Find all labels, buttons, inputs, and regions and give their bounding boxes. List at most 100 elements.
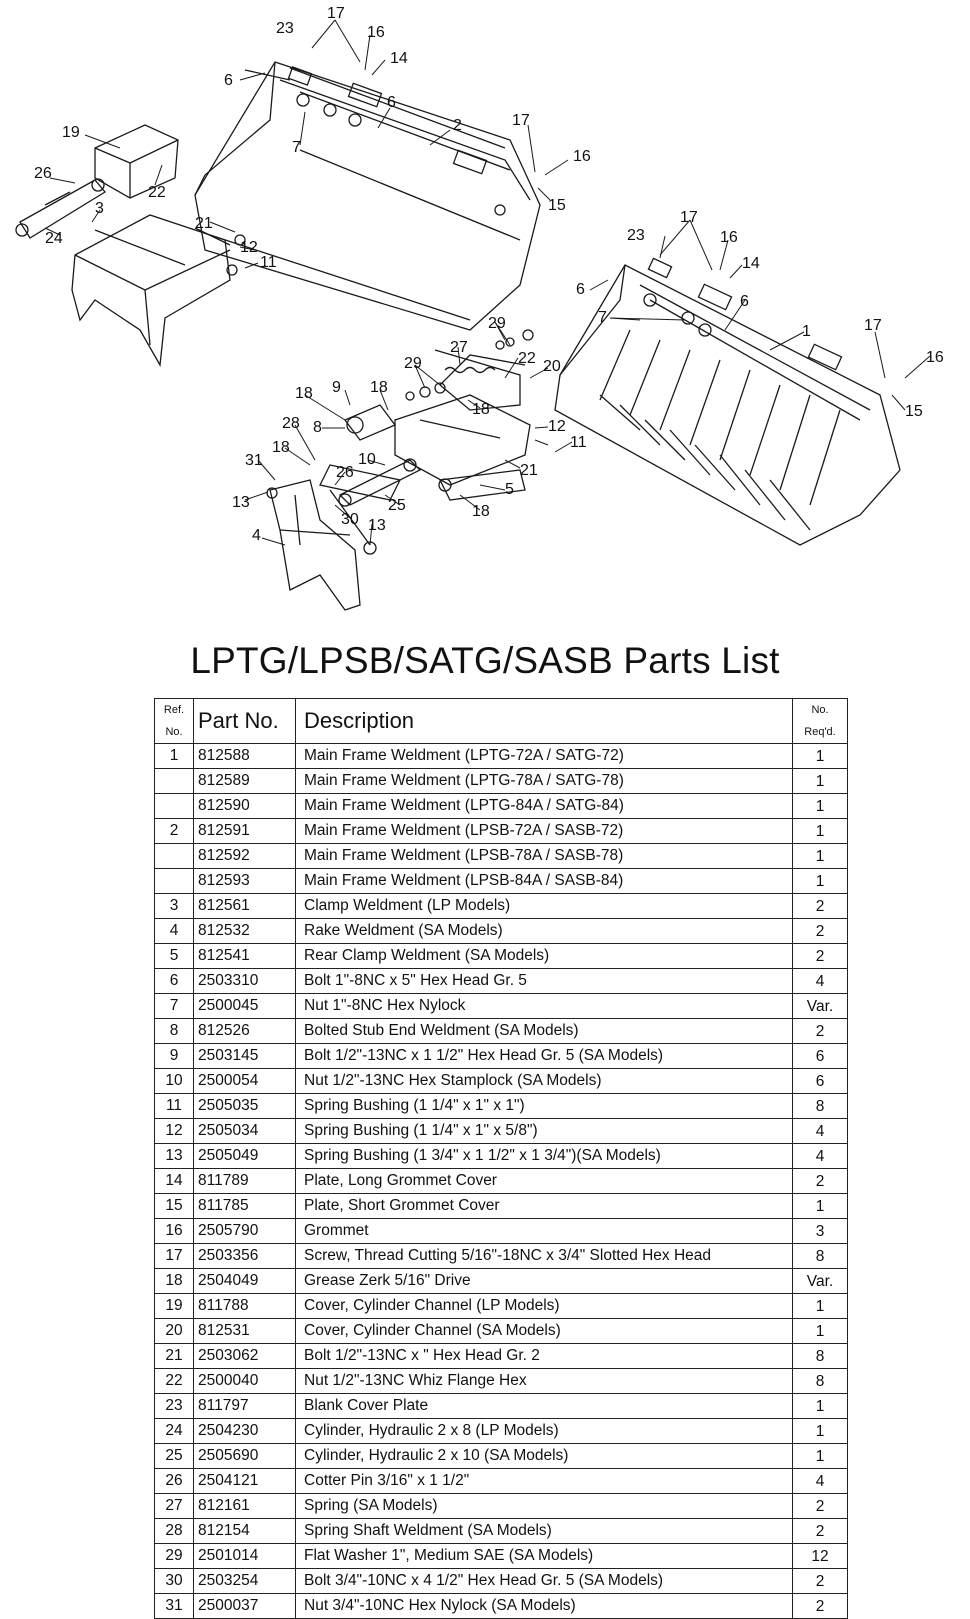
callout-17: 17 (680, 209, 698, 226)
parts-list-table: Ref. No. Part No. Description No. Req'd.… (154, 698, 848, 1619)
ref-no-cell: 18 (154, 1268, 194, 1294)
ref-no-cell: 26 (154, 1468, 194, 1494)
part-no-cell: 811785 (193, 1193, 296, 1219)
ref-no-cell (154, 793, 194, 819)
callout-6: 6 (576, 281, 585, 298)
callout-12: 12 (548, 418, 566, 435)
ref-no-cell: 6 (154, 968, 194, 994)
part-no-cell: 812590 (193, 793, 296, 819)
description-cell: Plate, Short Grommet Cover (295, 1193, 793, 1219)
description-cell: Spring (SA Models) (295, 1493, 793, 1519)
qty-required-cell: 1 (792, 793, 848, 819)
callout-10: 10 (358, 451, 376, 468)
ref-no-cell: 14 (154, 1168, 194, 1194)
qty-required-cell: 1 (792, 1418, 848, 1444)
description-cell: Nut 1"-8NC Hex Nylock (295, 993, 793, 1019)
qty-required-cell: 1 (792, 743, 848, 769)
callout-14: 14 (742, 255, 760, 272)
qty-required-cell: 1 (792, 818, 848, 844)
description-cell: Nut 3/4"-10NC Hex Nylock (SA Models) (295, 1593, 793, 1619)
ref-no-cell: 1 (154, 743, 194, 769)
part-no-cell: 2504230 (193, 1418, 296, 1444)
exploded-parts-diagram: 17 23 16 14 6 6 2 19 7 17 16 26 22 15 3 … (15, 5, 944, 611)
bucket-frame-drawing (194, 61, 541, 331)
header-req-line2: Req'd. (804, 726, 836, 738)
qty-required-cell: 8 (792, 1368, 848, 1394)
part-no-cell: 2503145 (193, 1043, 296, 1069)
qty-required-cell: 8 (792, 1093, 848, 1119)
ref-no-cell: 22 (154, 1368, 194, 1394)
part-no-cell: 812589 (193, 768, 296, 794)
part-no-cell: 812591 (193, 818, 296, 844)
ref-no-cell: 15 (154, 1193, 194, 1219)
qty-required-cell: Var. (792, 993, 848, 1019)
description-cell: Main Frame Weldment (LPSB-72A / SASB-72) (295, 818, 793, 844)
header-description: Description (295, 698, 793, 744)
ref-no-cell: 11 (154, 1093, 194, 1119)
description-cell: Rake Weldment (SA Models) (295, 918, 793, 944)
part-no-cell: 2503310 (193, 968, 296, 994)
callout-1: 1 (802, 323, 811, 340)
qty-required-cell: 2 (792, 1493, 848, 1519)
callout-27: 27 (450, 339, 468, 356)
callout-19: 19 (62, 124, 80, 141)
callout-17: 17 (327, 5, 345, 22)
qty-required-cell: 2 (792, 893, 848, 919)
ref-no-cell: 7 (154, 993, 194, 1019)
callout-29: 29 (488, 315, 506, 332)
ref-no-cell: 29 (154, 1543, 194, 1569)
callout-25: 25 (388, 497, 406, 514)
part-no-cell: 812526 (193, 1018, 296, 1044)
callout-18: 18 (370, 379, 388, 396)
callout-4: 4 (252, 527, 261, 544)
qty-required-cell: Var. (792, 1268, 848, 1294)
callout-13: 13 (368, 517, 386, 534)
description-cell: Cylinder, Hydraulic 2 x 8 (LP Models) (295, 1418, 793, 1444)
ref-no-cell: 8 (154, 1018, 194, 1044)
qty-required-cell: 1 (792, 1318, 848, 1344)
part-no-cell: 812541 (193, 943, 296, 969)
callout-17: 17 (512, 112, 530, 129)
description-cell: Flat Washer 1", Medium SAE (SA Models) (295, 1543, 793, 1569)
callout-18: 18 (472, 503, 490, 520)
table-header-row: Ref. No. Part No. Description No. Req'd. (154, 698, 848, 744)
callout-22: 22 (518, 350, 536, 367)
qty-required-cell: 8 (792, 1243, 848, 1269)
callout-11: 11 (260, 254, 277, 271)
part-no-cell: 2505790 (193, 1218, 296, 1244)
ref-no-cell: 27 (154, 1493, 194, 1519)
qty-required-cell: 2 (792, 1568, 848, 1594)
description-cell: Spring Bushing (1 1/4" x 1" x 5/8") (295, 1118, 793, 1144)
callout-9: 9 (332, 379, 341, 396)
qty-required-cell: 3 (792, 1218, 848, 1244)
header-ref-no: Ref. No. (154, 698, 194, 744)
part-no-cell: 2505035 (193, 1093, 296, 1119)
ref-no-cell: 9 (154, 1043, 194, 1069)
description-cell: Main Frame Weldment (LPTG-84A / SATG-84) (295, 793, 793, 819)
ref-no-cell: 16 (154, 1218, 194, 1244)
part-no-cell: 812593 (193, 868, 296, 894)
ref-no-cell: 21 (154, 1343, 194, 1369)
callout-23: 23 (627, 227, 645, 244)
callout-28: 28 (282, 415, 300, 432)
part-no-cell: 2503356 (193, 1243, 296, 1269)
part-no-cell: 2503062 (193, 1343, 296, 1369)
ref-no-cell (154, 768, 194, 794)
part-no-cell: 2505034 (193, 1118, 296, 1144)
description-cell: Cotter Pin 3/16" x 1 1/2" (295, 1468, 793, 1494)
callout-29: 29 (404, 355, 422, 372)
description-cell: Rear Clamp Weldment (SA Models) (295, 943, 793, 969)
callout-23: 23 (276, 20, 294, 37)
ref-no-cell: 5 (154, 943, 194, 969)
